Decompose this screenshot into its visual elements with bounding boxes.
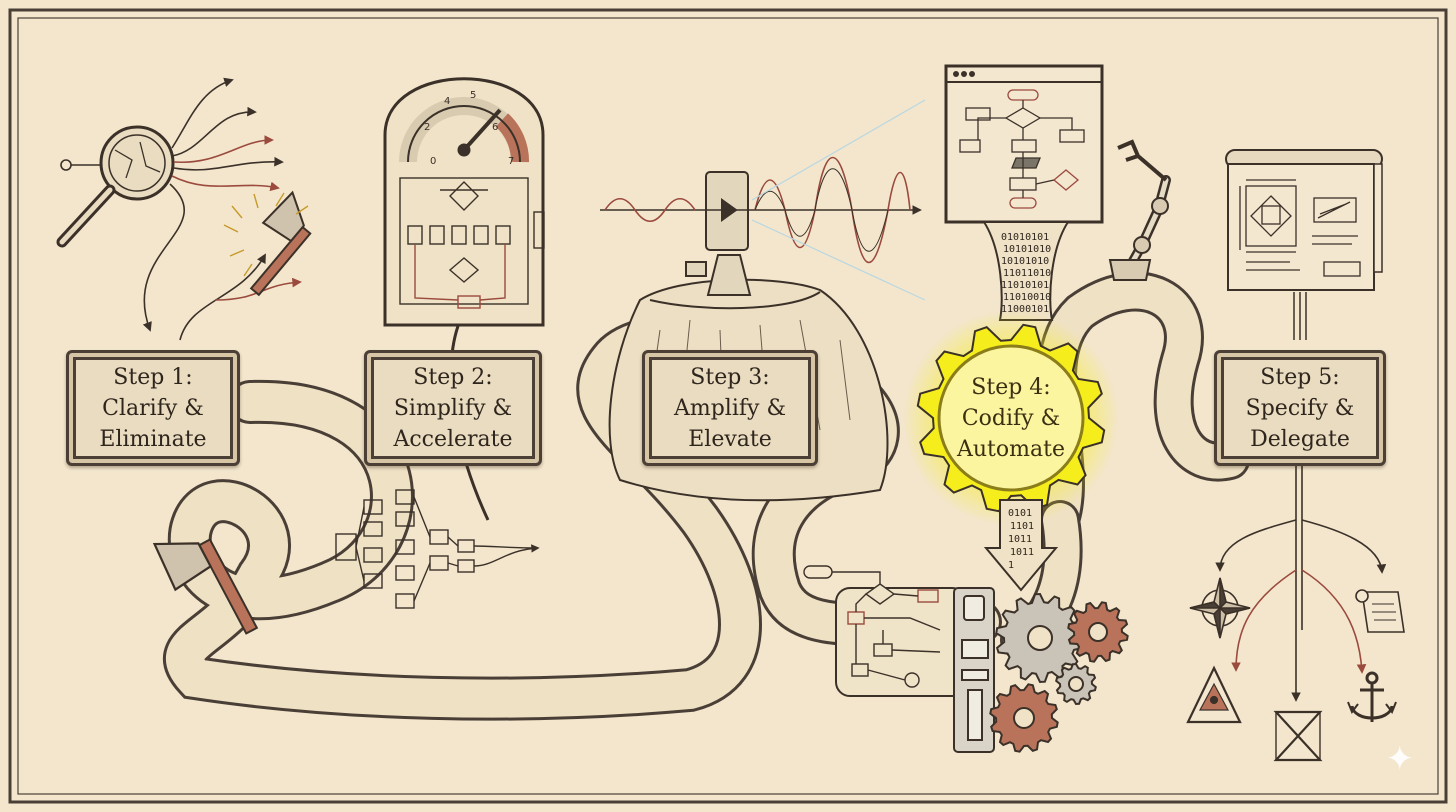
gear-cluster <box>989 592 1129 753</box>
step-2-text: Step 2: Simplify & Accelerate <box>393 362 512 455</box>
binary-arrow <box>983 499 1059 592</box>
amplifier-icon <box>685 171 752 296</box>
gear-icon-hub <box>1027 625 1053 651</box>
step-verb: Elevate <box>688 426 772 452</box>
axe-icon <box>249 190 312 297</box>
magnifier-icon <box>56 125 175 248</box>
step-verb: Delegate <box>1250 426 1350 452</box>
step-5-text: Step 5: Specify & Delegate <box>1246 362 1355 455</box>
flowchart-icon <box>803 565 967 697</box>
step-1-plaque: Step 1: Clarify & Eliminate <box>66 350 240 466</box>
binary-row: 0101 <box>1008 508 1032 519</box>
flowchart-icon <box>399 177 545 309</box>
step-3-text: Step 3: Amplify & Elevate <box>674 362 786 455</box>
binary-row: 11010101 <box>1001 280 1049 291</box>
step-4-plaque: Step 4: Codify & Automate <box>941 348 1081 488</box>
step-4-text: Step 4: Codify & Automate <box>957 372 1065 465</box>
step-3-plaque: Step 3: Amplify & Elevate <box>642 350 818 466</box>
speedometer-icon <box>383 77 545 327</box>
step-verb: Amplify & <box>673 395 787 421</box>
hourglass-icon <box>1273 710 1323 762</box>
step-verb: Automate <box>957 436 1065 462</box>
step-verb: Clarify & <box>102 395 204 421</box>
binary-row: 10101010 <box>1001 256 1049 267</box>
step-1-text: Step 1: Clarify & Eliminate <box>99 362 206 455</box>
step-2-plaque: Step 2: Simplify & Accelerate <box>364 350 542 466</box>
tangled-arrows <box>60 77 302 341</box>
flowchart-icon <box>335 489 538 609</box>
axe-icon <box>152 538 259 635</box>
step-label: Step 3: <box>690 364 770 390</box>
browser-window-icon <box>944 64 1104 224</box>
binary-row: 1011 <box>1008 534 1032 545</box>
step-verb: Specify & <box>1245 395 1355 421</box>
binary-row: 1 <box>1008 560 1014 571</box>
anchor-icon <box>1347 671 1397 722</box>
step-label: Step 2: <box>413 364 493 390</box>
pyramid-eye-icon <box>1186 665 1242 724</box>
step-label: Step 4: <box>971 374 1051 400</box>
binary-row: 1011 <box>1010 547 1034 558</box>
binary-row: 11010010 <box>1003 292 1051 303</box>
scroll-icon <box>1355 589 1405 633</box>
outer-frame <box>8 8 1448 804</box>
sparkle-icon: ✦ <box>1385 739 1415 779</box>
step-verb: Simplify & <box>393 395 513 421</box>
step-5-plaque: Step 5: Specify & Delegate <box>1214 350 1386 466</box>
step-label: Step 1: <box>113 364 193 390</box>
robot-arm-icon <box>1108 139 1171 281</box>
burst-lines <box>223 192 309 277</box>
delegation-lines <box>1215 380 1387 702</box>
binary-row: 1101 <box>1010 521 1034 532</box>
binary-stream: 0101010110101010101010101101101011010101… <box>1001 232 1051 315</box>
compass-rose-icon <box>1189 577 1251 639</box>
step-verb: Eliminate <box>99 426 207 452</box>
gear-icon <box>916 323 1106 513</box>
gear-icon-hub <box>1068 676 1084 692</box>
binary-row: 11011010 <box>1003 268 1051 279</box>
gear-icon-hub <box>1088 622 1108 642</box>
step-verb: Accelerate <box>393 426 513 452</box>
blueprint-easel-icon <box>1225 149 1383 340</box>
inner-frame <box>17 17 1439 795</box>
step-verb: Codify & <box>961 405 1061 431</box>
binary-stream: 0101 1101 1011 1011 1 <box>1008 508 1034 571</box>
binary-row: 01010101 <box>1001 232 1049 243</box>
gear-icon-hub <box>1013 707 1035 729</box>
signal-wave <box>600 99 926 301</box>
binary-row: 11000101 <box>1001 304 1049 315</box>
step-label: Step 5: <box>1260 364 1340 390</box>
gear-face <box>937 344 1085 492</box>
binary-row: 10101010 <box>1003 244 1051 255</box>
switch-panel <box>953 587 995 753</box>
